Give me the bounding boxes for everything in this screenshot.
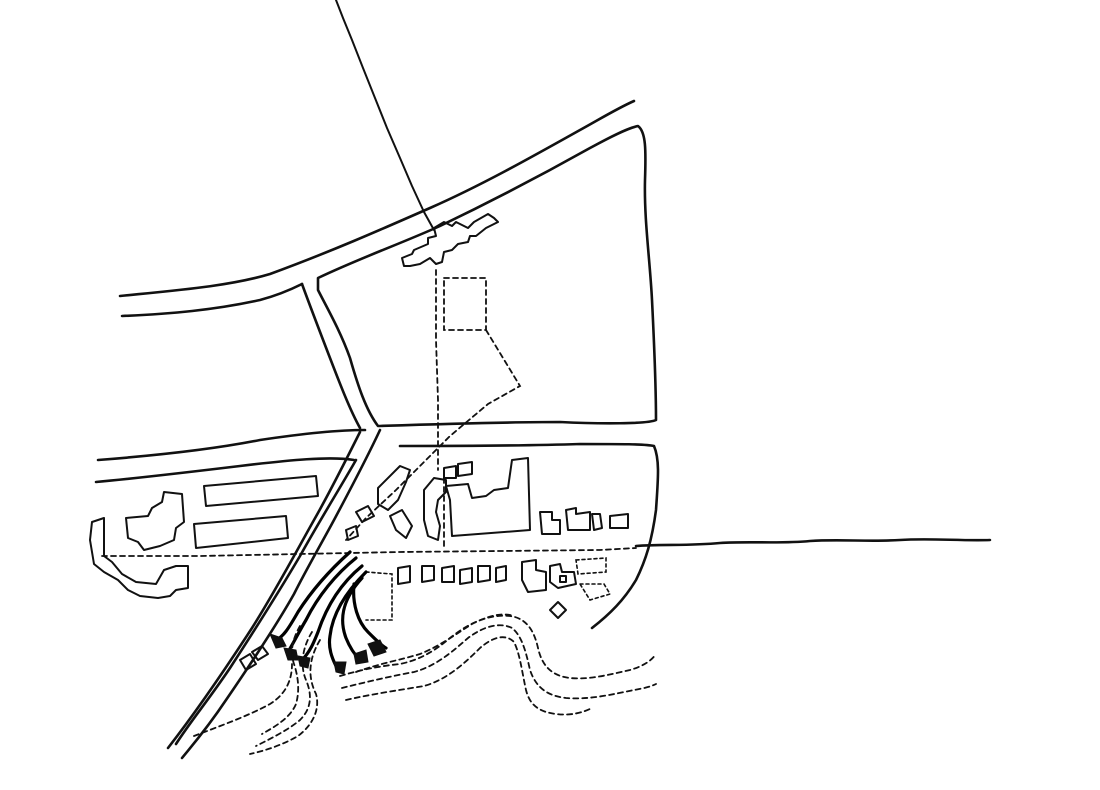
left-bar-building-south (193, 515, 289, 549)
diamond-kiosk (549, 601, 567, 619)
house-row-east-3 (591, 513, 603, 531)
junction-building-b (355, 505, 375, 523)
dashed-diagonal-axis (345, 329, 522, 541)
small-square-b (457, 461, 473, 477)
contour-line-2 (255, 631, 313, 747)
upper-block-outline (316, 124, 658, 428)
curved-building (423, 477, 447, 541)
large-left-building (89, 517, 189, 599)
house-south-1 (397, 565, 411, 585)
junction-building-d (389, 509, 413, 539)
shoreline (634, 538, 992, 548)
house-south-small (559, 575, 567, 583)
north-axis-line (335, 0, 435, 231)
house-south-3 (441, 565, 455, 583)
mid-road-edge-south (94, 457, 356, 484)
contour-line-3 (249, 639, 321, 755)
diagonal-road-east (180, 428, 382, 760)
diagonal-road-edge-west-outer (166, 430, 362, 750)
left-building-c (125, 491, 185, 551)
diagonal-road-west (174, 458, 358, 746)
contour-line-5 (339, 614, 657, 680)
upper-road-edge-south (120, 282, 304, 318)
house-dashed-b (578, 583, 612, 601)
house-small-west-a (239, 653, 257, 671)
house-south-2 (421, 565, 435, 583)
house-small-west-b (251, 645, 269, 661)
contour-line-7 (345, 636, 593, 716)
dashed-horizontal-axis (101, 547, 637, 557)
contour-line-1 (261, 625, 301, 735)
contour-line-4 (193, 663, 293, 737)
house-south-cluster-b (549, 563, 577, 589)
stepped-building (445, 457, 531, 537)
left-bar-building-north (203, 475, 319, 507)
fan-shaped-main-building (269, 550, 388, 675)
junction-building-a (377, 465, 411, 511)
contour-line-6 (341, 624, 657, 700)
house-south-5 (477, 565, 491, 583)
side-road-edge (300, 282, 362, 430)
house-south-6 (495, 565, 507, 583)
house-south-cluster (521, 559, 547, 593)
dashed-square-upper (443, 277, 487, 331)
small-square-a (443, 465, 457, 479)
cross-shaped-building (401, 213, 499, 267)
house-row-east-2 (565, 507, 591, 531)
dashed-footprint (365, 571, 393, 621)
upper-road-edge-north (118, 99, 636, 298)
dashed-axis-vertical (435, 269, 439, 471)
contour-line-8 (355, 613, 515, 673)
mid-road-edge-north (96, 428, 367, 462)
junction-building-c (345, 525, 359, 541)
house-dashed-a (575, 557, 607, 575)
house-row-east-4 (609, 513, 629, 529)
house-row-east-1 (539, 511, 561, 535)
lower-block-outline (398, 442, 660, 630)
house-south-4 (459, 567, 473, 585)
